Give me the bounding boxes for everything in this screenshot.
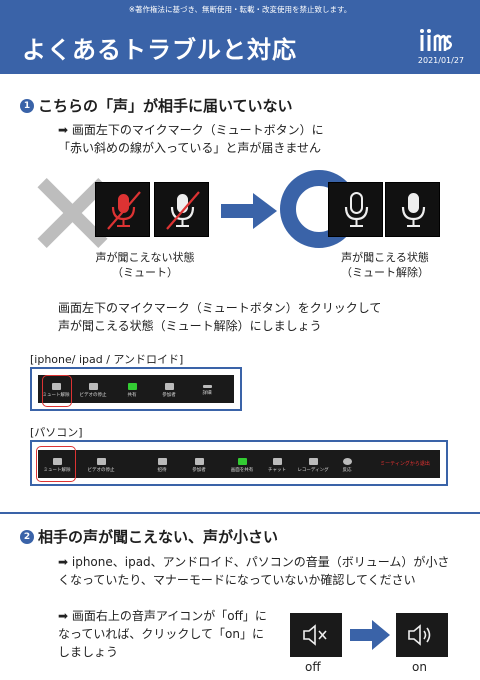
- more-icon: [202, 385, 212, 388]
- mobile-participants-label: 参加者: [162, 393, 176, 398]
- record-icon: [308, 458, 318, 465]
- pc-chat-button[interactable]: チャット: [264, 458, 290, 473]
- section2-line3: ➡ 画面右上の音声アイコンが「off」に: [58, 609, 267, 623]
- mobile-participants-button[interactable]: 参加者: [156, 383, 182, 398]
- share-screen-icon: [237, 458, 247, 465]
- header: よくあるトラブルと対応 2021/01/27: [0, 20, 480, 74]
- pc-reaction-label: 反応: [342, 468, 352, 473]
- pc-record-button[interactable]: レコーディング: [294, 458, 332, 473]
- muted-mic-red-icon: [95, 182, 150, 237]
- pc-unmute-label: ミュート解除: [43, 468, 71, 473]
- right-arrow-icon: [350, 620, 390, 650]
- section-number-1: 1: [20, 99, 34, 113]
- pc-toolbar-frame: ミュート解除 ビデオの停止 招待 参加者 画面を共有 チャット レコーディング …: [30, 440, 448, 486]
- pc-invite-label: 招待: [157, 468, 167, 473]
- highlight-ring: [42, 375, 72, 407]
- chat-icon: [272, 458, 282, 465]
- pc-leave-button[interactable]: ミーティングから退出: [380, 461, 430, 467]
- pc-share-screen-label: 画面を共有: [230, 468, 254, 473]
- copyright-banner: ※著作権法に基づき、無断使用・転載・改変使用を禁止致します。: [0, 0, 480, 20]
- muted-mic-white-icon: [154, 182, 209, 237]
- pc-participants-label: 参加者: [192, 468, 206, 473]
- off-label: off: [305, 660, 321, 674]
- muted-status-line2: （ミュート）: [112, 266, 178, 279]
- invite-icon: [157, 458, 167, 465]
- pc-reaction-button[interactable]: 反応: [336, 458, 358, 473]
- mobile-more-button[interactable]: 詳細: [194, 383, 220, 396]
- section2-line5: しましょう: [58, 645, 119, 659]
- section1-title: こちらの「声」が相手に届いていない: [38, 97, 293, 115]
- page-title: よくあるトラブルと対応: [22, 36, 297, 64]
- video-icon: [88, 383, 98, 390]
- section2-line1: ➡ iphone、ipad、アンドロイド、パソコンの音量（ボリューム）が小さ: [58, 555, 450, 569]
- pc-toolbar: ミュート解除 ビデオの停止 招待 参加者 画面を共有 チャット レコーディング …: [38, 450, 440, 478]
- mobile-more-label: 詳細: [202, 391, 212, 396]
- mic-icon: [51, 383, 61, 390]
- participants-icon: [164, 383, 174, 390]
- mobile-stop-video-button[interactable]: ビデオの停止: [78, 383, 108, 398]
- unmuted-mic-filled-icon: [385, 182, 440, 237]
- speaker-on-icon[interactable]: [396, 613, 448, 657]
- mobile-stop-video-label: ビデオの停止: [79, 393, 107, 398]
- share-icon: [127, 383, 137, 390]
- section-number-2: 2: [20, 530, 34, 544]
- unmuted-status-line2: （ミュート解除）: [341, 266, 429, 279]
- mobile-toolbar-label: [iphone/ ipad / アンドロイド]: [30, 353, 184, 366]
- section1-line1: ➡ 画面左下のマイクマーク（ミュートボタン）に: [58, 123, 324, 137]
- unmuted-mic-outline-icon: [328, 182, 383, 237]
- section2-line2: くなっていたり、マナーモードになっていないか確認してください: [58, 573, 416, 587]
- pc-invite-button[interactable]: 招待: [150, 458, 174, 473]
- on-label: on: [412, 660, 427, 674]
- section2-line4: なっていれば、クリックして「on」に: [58, 627, 264, 641]
- mobile-share-button[interactable]: 共有: [120, 383, 144, 398]
- mobile-unmute-label: ミュート解除: [42, 393, 70, 398]
- mobile-toolbar-frame: ミュート解除 ビデオの停止 共有 参加者 詳細: [30, 367, 242, 411]
- video-icon: [96, 458, 106, 465]
- unmuted-status-line1: 声が聞こえる状態: [341, 251, 429, 264]
- pc-share-screen-button[interactable]: 画面を共有: [226, 458, 258, 473]
- pc-participants-button[interactable]: 参加者: [186, 458, 212, 473]
- highlight-ring: [36, 446, 76, 482]
- logo-icon: [420, 29, 452, 51]
- pc-stop-video-button[interactable]: ビデオの停止: [84, 458, 118, 473]
- muted-status-label: 声が聞こえない状態 （ミュート）: [80, 250, 210, 280]
- pc-unmute-button[interactable]: ミュート解除: [42, 458, 72, 473]
- pc-record-label: レコーディング: [297, 468, 329, 473]
- section2-title: 相手の声が聞こえない、声が小さい: [38, 528, 279, 546]
- mic-icon: [52, 458, 62, 465]
- section1-line2: 「赤い斜めの線が入っている」と声が届きません: [58, 141, 322, 155]
- instruction-line2: 声が聞こえる状態（ミュート解除）にしましょう: [58, 319, 322, 333]
- mobile-share-label: 共有: [127, 393, 137, 398]
- speaker-off-icon[interactable]: [290, 613, 342, 657]
- mobile-unmute-button[interactable]: ミュート解除: [42, 383, 70, 398]
- unmuted-status-label: 声が聞こえる状態 （ミュート解除）: [320, 250, 450, 280]
- pc-toolbar-label: [パソコン]: [30, 426, 83, 439]
- pc-chat-label: チャット: [268, 468, 286, 473]
- right-arrow-icon: [221, 193, 277, 229]
- participants-icon: [194, 458, 204, 465]
- date: 2021/01/27: [417, 56, 464, 65]
- muted-status-line1: 声が聞こえない状態: [95, 251, 195, 264]
- section-divider: [0, 512, 480, 514]
- instruction-line1: 画面左下のマイクマーク（ミュートボタン）をクリックして: [58, 301, 382, 315]
- pc-stop-video-label: ビデオの停止: [87, 468, 115, 473]
- reaction-icon: [342, 458, 352, 465]
